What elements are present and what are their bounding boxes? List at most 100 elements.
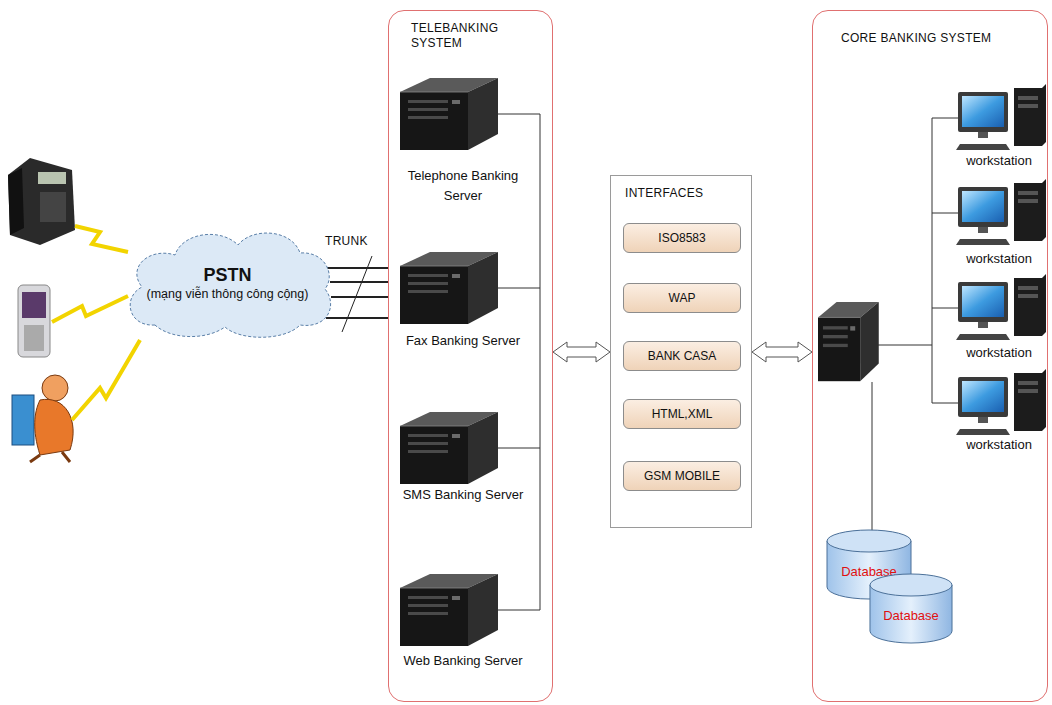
server-icon (408, 604, 448, 607)
trunk-line (326, 267, 388, 269)
server-icon (400, 412, 498, 484)
signal-bolt (72, 340, 140, 420)
server-icon (468, 412, 498, 484)
server-icon (452, 274, 460, 278)
lan-line (872, 118, 958, 532)
node-label: BANK CASA (648, 349, 717, 363)
node-label: SMS Banking Server (397, 485, 529, 505)
node-label: Fax Banking Server (397, 331, 529, 351)
bus-line (498, 114, 540, 610)
workstation-icon (956, 429, 1010, 435)
panel-heading: CORE BANKING SYSTEM (841, 31, 1041, 46)
network-cloud: PSTN(mạng viễn thông công cộng) (120, 225, 335, 340)
server-label: SMS Banking Server (397, 485, 529, 505)
desk-phone (8, 158, 75, 245)
bus-line (498, 114, 540, 115)
server-icon (400, 426, 468, 484)
lan-line (876, 345, 932, 346)
cartoon-user (12, 375, 73, 462)
workstation-icon (978, 417, 988, 423)
server-icon (818, 302, 879, 381)
panel-heading: INTERFACES (625, 186, 703, 201)
network-name: PSTN (203, 264, 251, 286)
server-icon (468, 252, 498, 324)
signal-bolt (52, 296, 128, 322)
interface-item: BANK CASA (623, 341, 741, 371)
server-icon (400, 92, 468, 93)
signal-bolt (52, 226, 140, 420)
interface-item: ISO8583 (623, 223, 741, 253)
cartoon-user (42, 375, 68, 401)
network-note: (mạng viễn thông công cộng) (147, 286, 309, 302)
trunk-slash (342, 256, 372, 332)
server-icon (400, 266, 468, 267)
trunk-line (331, 296, 388, 298)
server-icon (860, 302, 879, 381)
workstation-icon (962, 381, 1004, 412)
server-icon (400, 588, 468, 646)
cartoon-user (35, 399, 73, 455)
bus-line (498, 448, 540, 449)
device-icons (400, 78, 1046, 646)
server-icon (468, 574, 498, 646)
trunk-line (326, 317, 388, 319)
server-icon (400, 588, 468, 589)
lan-line (932, 308, 958, 309)
workstation-icon (962, 191, 1004, 222)
workstation-icon (1018, 199, 1038, 203)
interface-item: HTML,XML (623, 399, 741, 429)
server-icon (452, 434, 460, 438)
node-label: workstation (953, 343, 1045, 363)
edge-label: TRUNK (323, 234, 370, 248)
interface-box: ISO8583WAPBANK CASAHTML,XMLGSM MOBILEINT… (610, 175, 752, 528)
server-icon (408, 100, 448, 103)
server-label: Web Banking Server (397, 651, 529, 671)
mobile-phone (18, 285, 50, 357)
desk-phone (40, 192, 66, 222)
server-icon (408, 108, 448, 111)
cartoon-user (30, 452, 70, 462)
server-icon (408, 290, 448, 293)
workstation-icon (962, 96, 1004, 127)
workstation-icon (1014, 274, 1046, 336)
server-icon (408, 612, 448, 615)
workstation-icon (1014, 369, 1046, 431)
database-cylinder: Database (869, 573, 953, 645)
server-icon (823, 335, 848, 338)
server-icon (400, 92, 468, 150)
server-icon (850, 326, 855, 330)
node-label: HTML,XML (652, 407, 713, 421)
cloud-outline (130, 233, 330, 337)
node-label: workstation (953, 249, 1045, 269)
server-icon (400, 426, 468, 427)
server-icon (468, 78, 498, 150)
cylinder-outline (870, 574, 952, 596)
lan-line (932, 118, 958, 119)
workstation-icon (958, 187, 1008, 227)
workstation-icon (978, 132, 988, 138)
mobile-phone (24, 325, 44, 351)
workstation-icon (956, 144, 1010, 150)
workstation-label: workstation (953, 343, 1045, 363)
server-icon (400, 574, 498, 646)
node-label: ISO8583 (658, 231, 705, 245)
node-label: workstation (953, 151, 1045, 171)
lan-line (932, 403, 958, 404)
system-panel: Telephone Banking ServerFax Banking Serv… (388, 10, 553, 702)
server-icon (408, 450, 448, 453)
mobile-phone (18, 285, 50, 357)
node-label: Telephone Banking Server (397, 166, 529, 206)
workstation-label: workstation (953, 249, 1045, 269)
workstation-icon (1014, 179, 1046, 241)
workstation-icon (958, 282, 1008, 322)
lan-line (872, 382, 873, 532)
workstation-icon (978, 322, 988, 328)
workstation-icon (956, 239, 1010, 245)
server-label: Telephone Banking Server (397, 166, 529, 206)
server-icon (408, 116, 448, 119)
server-icon (818, 317, 860, 318)
server-icon (408, 434, 448, 437)
workstation-icon (956, 274, 1046, 340)
